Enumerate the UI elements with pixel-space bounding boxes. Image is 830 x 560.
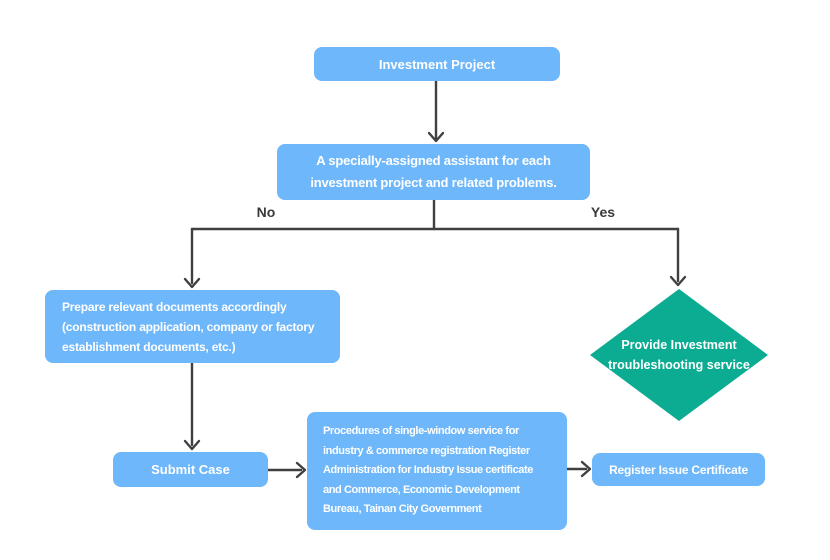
- arrow-right-icon: [580, 460, 592, 478]
- troubleshooting-diamond-shape: [590, 289, 768, 421]
- arrow-down-icon: [183, 439, 201, 451]
- node-register-issue-certificate: Register Issue Certificate: [592, 453, 765, 486]
- branch-label-yes: Yes: [590, 204, 616, 220]
- node-investment-project: Investment Project: [314, 47, 560, 81]
- node-submit-case: Submit Case: [113, 452, 268, 487]
- node-register-issue-certificate-label: Register Issue Certificate: [609, 462, 748, 477]
- node-single-window-procedures: Procedures of single-window service for …: [307, 412, 567, 530]
- arrow-right-icon: [295, 461, 307, 479]
- node-provide-troubleshooting-label: Provide Investment troubleshooting servi…: [608, 338, 750, 372]
- node-prepare-documents: Prepare relevant documents accordingly (…: [45, 290, 340, 363]
- node-provide-troubleshooting: Provide Investment troubleshooting servi…: [590, 289, 768, 421]
- node-single-window-procedures-label: Procedures of single-window service for …: [323, 425, 533, 516]
- node-assigned-assistant-label: A specially-assigned assistant for each …: [310, 153, 557, 190]
- arrow-down-icon: [669, 275, 687, 287]
- arrow-down-icon: [183, 277, 201, 289]
- arrow-down-icon: [427, 131, 445, 143]
- branch-label-no: No: [256, 204, 276, 220]
- node-prepare-documents-label: Prepare relevant documents accordingly (…: [62, 299, 315, 354]
- node-investment-project-label: Investment Project: [378, 56, 496, 72]
- node-assigned-assistant: A specially-assigned assistant for each …: [277, 144, 590, 200]
- node-submit-case-label: Submit Case: [151, 462, 230, 477]
